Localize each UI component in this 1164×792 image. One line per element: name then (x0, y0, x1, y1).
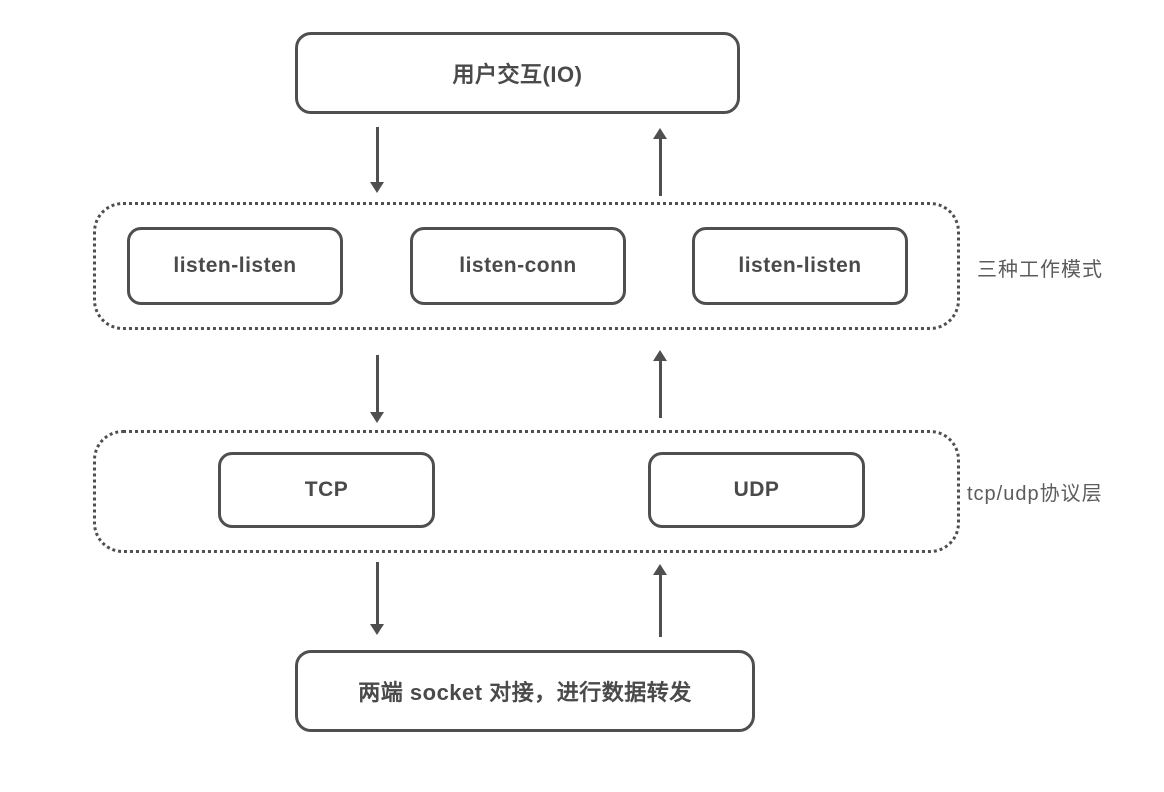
group-label-protocol-layer: tcp/udp协议层 (967, 483, 1103, 505)
arrow-down-io-to-modes (370, 127, 384, 193)
node-tcp-label: TCP (304, 478, 349, 501)
node-socket-forward-label: 两端 socket 对接，进行数据转发 (358, 680, 692, 705)
arrow-shaft (375, 562, 379, 625)
arrowhead-down-icon (370, 412, 384, 423)
node-user-io: 用户交互(IO) (295, 32, 740, 114)
arrowhead-up-icon (653, 564, 667, 575)
arrow-shaft (658, 360, 662, 418)
arrow-shaft (658, 138, 662, 196)
arrow-shaft (375, 355, 379, 413)
node-tcp: TCP (218, 452, 435, 528)
group-protocol-layer (93, 430, 960, 553)
arrow-up-socket-to-protocol (653, 564, 667, 637)
arrowhead-down-icon (370, 624, 384, 635)
arrowhead-up-icon (653, 128, 667, 139)
node-mode-1-label: listen-listen (173, 254, 297, 277)
node-udp-label: UDP (733, 478, 780, 501)
node-user-io-label: 用户交互(IO) (452, 62, 583, 87)
group-work-modes (93, 202, 960, 330)
node-mode-3-label: listen-listen (738, 254, 862, 277)
arrow-shaft (658, 574, 662, 637)
arrow-shaft (375, 127, 379, 183)
arrow-up-protocol-to-modes (653, 350, 667, 418)
arrow-down-modes-to-protocol (370, 355, 384, 423)
node-socket-forward: 两端 socket 对接，进行数据转发 (295, 650, 755, 732)
arrowhead-up-icon (653, 350, 667, 361)
node-udp: UDP (648, 452, 865, 528)
group-label-work-modes: 三种工作模式 (977, 259, 1103, 281)
arrowhead-down-icon (370, 182, 384, 193)
node-mode-2-label: listen-conn (459, 254, 577, 277)
node-mode-listen-listen-2: listen-listen (692, 227, 908, 305)
arrow-up-modes-to-io (653, 128, 667, 196)
arrow-down-protocol-to-socket (370, 562, 384, 635)
node-mode-listen-conn: listen-conn (410, 227, 626, 305)
node-mode-listen-listen-1: listen-listen (127, 227, 343, 305)
